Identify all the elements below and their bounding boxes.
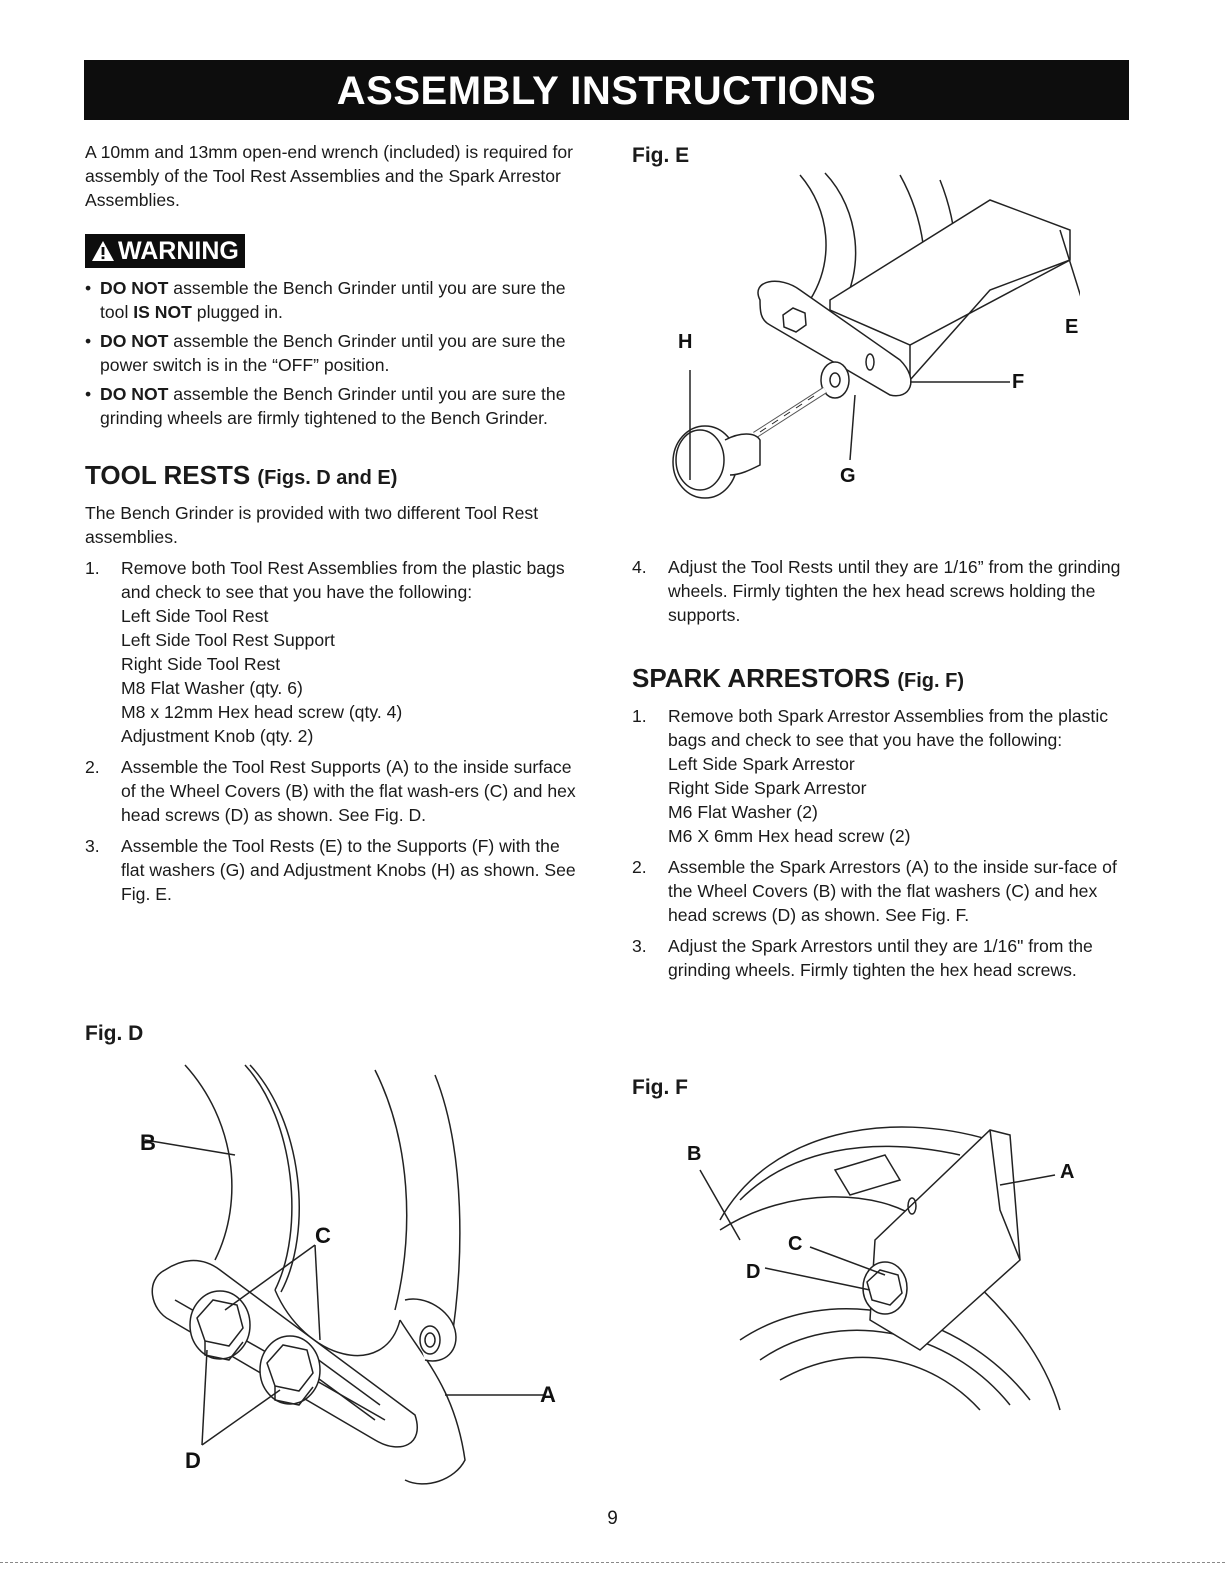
warning-item-bold: IS NOT [133,302,192,322]
page-edge-divider [0,1562,1225,1563]
fig-e-illustration: H G F E [672,172,1080,499]
left-column: A 10mm and 13mm open-end wrench (include… [85,140,585,913]
step-item: 2. Assemble the Spark Arrestors (A) to t… [632,855,1132,927]
warning-list: •DO NOT assemble the Bench Grinder until… [85,276,585,430]
part-item: Left Side Tool Rest [121,606,269,626]
fig-e-callout-g: G [840,465,856,487]
step-text: Assemble the Tool Rest Supports (A) to t… [121,757,576,825]
warning-item: •DO NOT assemble the Bench Grinder until… [85,384,566,428]
step-text: Remove both Spark Arrestor Assemblies fr… [668,706,1109,750]
step-item: 4. Adjust the Tool Rests until they are … [632,555,1132,627]
part-item: M8 Flat Washer (qty. 6) [121,678,303,698]
part-item: Right Side Spark Arrestor [668,778,867,798]
warning-triangle-icon [92,241,114,261]
tool-rests-intro: The Bench Grinder is provided with two d… [85,503,539,547]
spark-arrestors-title: SPARK ARRESTORS [632,663,891,693]
step-item: 3. Assemble the Tool Rests (E) to the Su… [85,834,585,906]
fig-d-callout-b: B [140,1130,156,1155]
intro-text: A 10mm and 13mm open-end wrench (include… [85,142,573,210]
warning-item-bold: DO NOT [100,278,169,298]
page-number: 9 [607,1508,618,1529]
fig-f-callout-b: B [687,1143,701,1165]
fig-e-callout-f: F [1012,371,1024,393]
spark-arrestors-subtitle: (Fig. F) [897,670,964,692]
step-number: 2. [85,757,100,777]
warning-item: •DO NOT assemble the Bench Grinder until… [85,278,566,322]
step-item: 3. Adjust the Spark Arrestors until they… [632,934,1132,982]
step-number: 4. [632,557,647,577]
warning-badge: WARNING [85,234,245,268]
part-item: Left Side Tool Rest Support [121,630,335,650]
tool-rests-step-4: 4. Adjust the Tool Rests until they are … [632,555,1132,627]
fig-d-callout-d: D [185,1448,201,1473]
page-banner: ASSEMBLY INSTRUCTIONS [84,60,1129,120]
step-item: 2. Assemble the Tool Rest Supports (A) t… [85,755,585,827]
step-number: 3. [632,936,647,956]
fig-d-callout-a: A [540,1382,556,1407]
part-item: Left Side Spark Arrestor [668,754,855,774]
fig-f-callout-c: C [788,1233,802,1255]
part-item: M6 Flat Washer (2) [668,802,818,822]
warning-item-text: plugged in. [191,302,283,322]
step-text: Assemble the Spark Arrestors (A) to the … [668,857,1117,925]
step-number: 1. [632,706,647,726]
step-text: Adjust the Spark Arrestors until they ar… [668,936,1093,980]
step-text: Assemble the Tool Rests (E) to the Suppo… [121,836,576,904]
fig-f-callout-a: A [1060,1161,1074,1183]
fig-d-illustration: B C D A [140,1064,556,1485]
warning-item: •DO NOT assemble the Bench Grinder until… [85,331,566,375]
step-number: 1. [85,558,100,578]
fig-f-illustration: B C D A [687,1126,1074,1411]
spark-arrestors-heading: SPARK ARRESTORS (Fig. F) [632,663,1132,696]
part-item: M8 x 12mm Hex head screw (qty. 4) [121,702,403,722]
fig-f-label: Fig. F [632,1076,688,1099]
fig-e-callout-h: H [678,331,692,353]
warning-item-text: assemble the Bench Grinder until you are… [100,278,566,322]
step-item: 1. Remove both Tool Rest Assemblies from… [85,556,585,748]
fig-e-label: Fig. E [632,144,690,167]
tool-rests-heading: TOOL RESTS (Figs. D and E) [85,460,585,493]
step-number: 3. [85,836,100,856]
warning-label: WARNING [118,237,239,265]
step-text: Remove both Tool Rest Assemblies from th… [121,558,565,602]
step-item: 1. Remove both Spark Arrestor Assemblies… [632,704,1132,848]
warning-item-bold: DO NOT [100,331,169,351]
tool-rests-steps: 1. Remove both Tool Rest Assemblies from… [85,556,585,906]
fig-d-label: Fig. D [85,1022,144,1045]
warning-item-text: assemble the Bench Grinder until you are… [100,331,566,375]
warning-item-text: assemble the Bench Grinder until you are… [100,384,566,428]
part-item: Right Side Tool Rest [121,654,281,674]
tool-rests-subtitle: (Figs. D and E) [257,467,398,489]
part-item: Adjustment Knob (qty. 2) [121,726,314,746]
warning-item-bold: DO NOT [100,384,169,404]
spark-arrestors-steps: 1. Remove both Spark Arrestor Assemblies… [632,704,1132,982]
step-number: 2. [632,857,647,877]
tool-rests-title: TOOL RESTS [85,460,251,490]
step-text: Adjust the Tool Rests until they are 1/1… [668,557,1121,625]
part-item: M6 X 6mm Hex head screw (2) [668,826,911,846]
fig-f-callout-d: D [746,1261,760,1283]
fig-d-callout-c: C [315,1223,331,1248]
fig-e-callout-e: E [1065,316,1078,338]
